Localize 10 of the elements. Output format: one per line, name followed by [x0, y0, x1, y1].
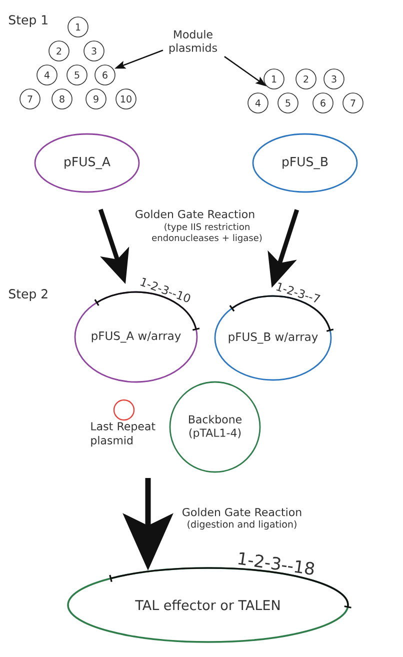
reaction-note: (digestion and ligation) [188, 520, 296, 530]
reaction-label: Golden Gate Reaction [136, 210, 254, 218]
sequence-label: 1-2-3--18 [238, 552, 314, 575]
plasmid-label: Last Repeat plasmid [91, 422, 156, 447]
step-label: Step 2 [9, 289, 48, 301]
callout-text: Module plasmids [170, 30, 217, 54]
plasmid-circle [113, 399, 135, 421]
reaction-note: (type IIS restriction endonucleases + ligase) [152, 223, 262, 243]
reaction-label: Golden Gate Reaction [182, 508, 302, 516]
step-label: Step 1 [9, 15, 48, 27]
